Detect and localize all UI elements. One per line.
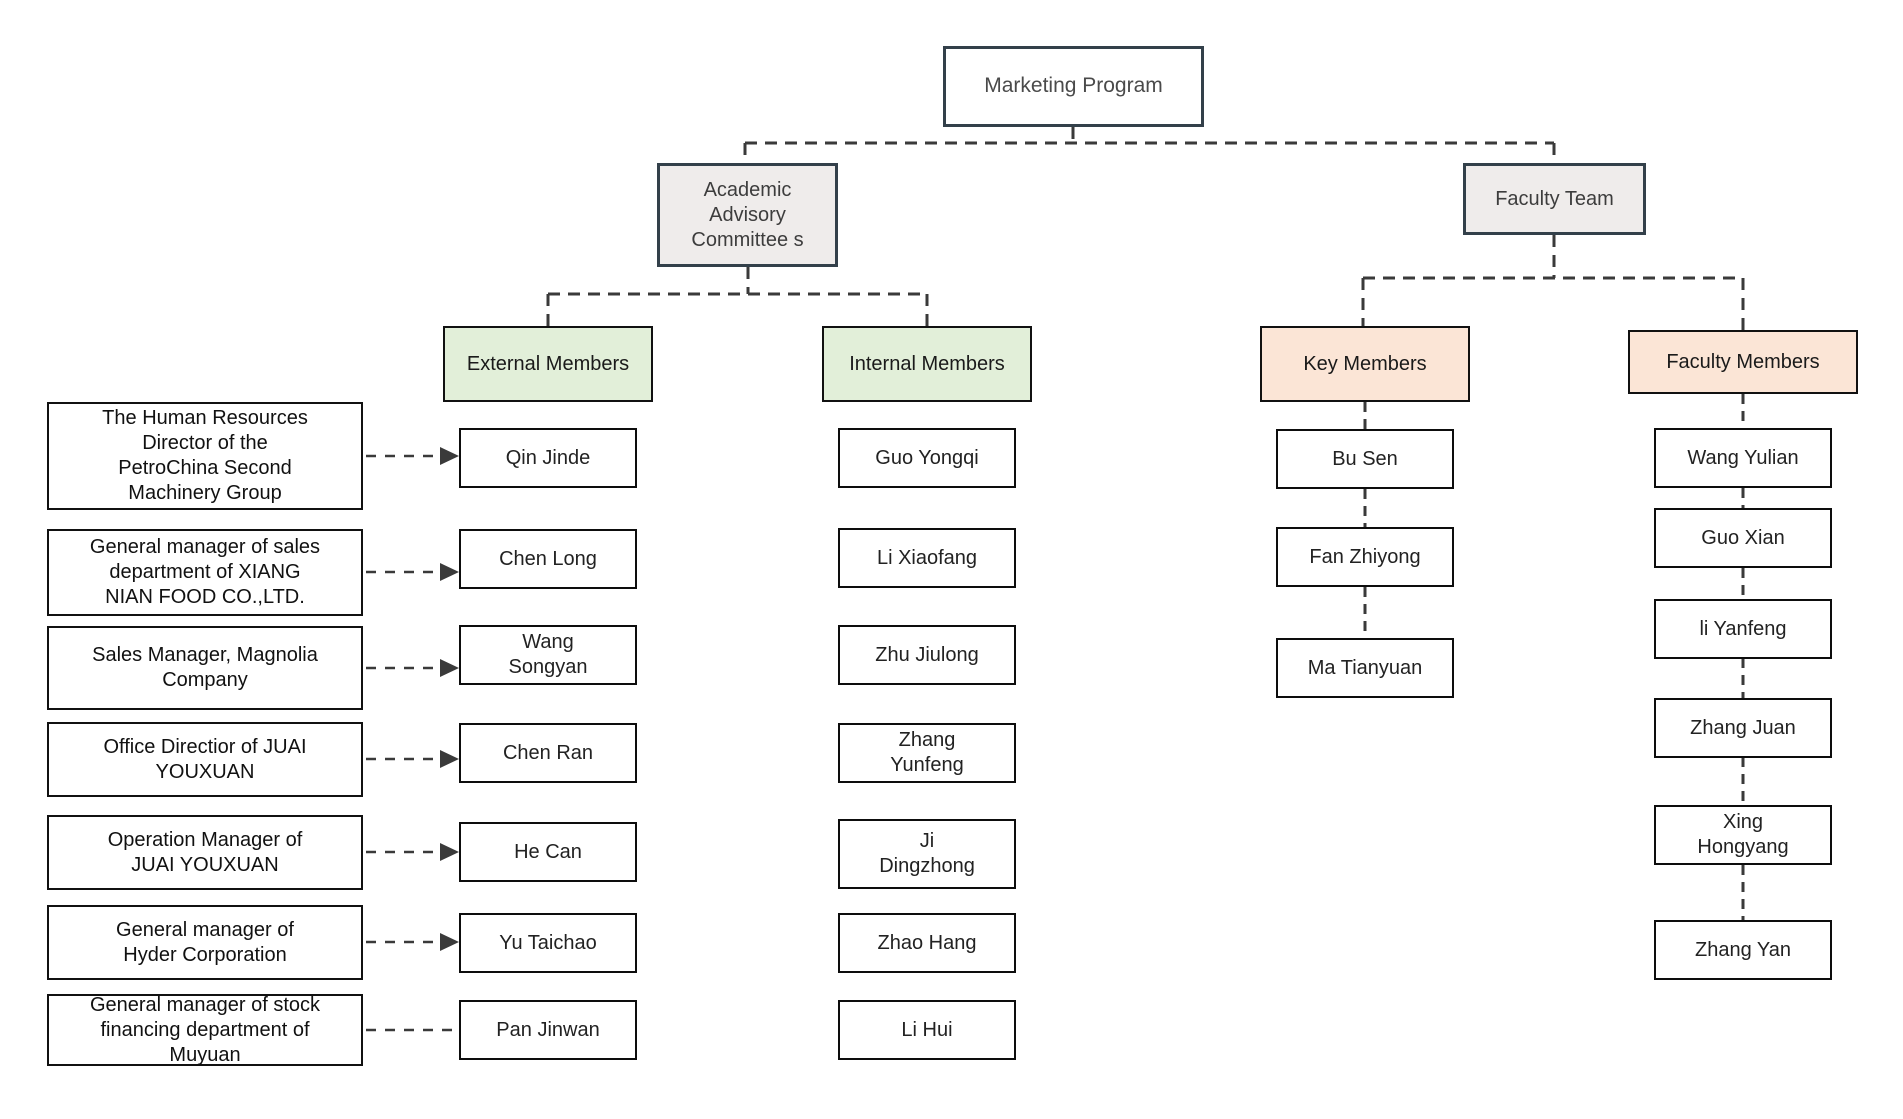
faculty-member-box: Zhang Juan (1654, 698, 1832, 758)
internal-member-box: Guo Yongqi (838, 428, 1016, 488)
node-faculty-team: Faculty Team (1463, 163, 1646, 235)
node-academic-advisory-committee: Academic Advisory Committee s (657, 163, 838, 267)
internal-member-box: Li Hui (838, 1000, 1016, 1060)
faculty-member-box: Zhang Yan (1654, 920, 1832, 980)
role-box: General manager of Hyder Corporation (47, 905, 363, 980)
internal-member-box: Zhu Jiulong (838, 625, 1016, 685)
external-member-box: Qin Jinde (459, 428, 637, 488)
role-box: The Human Resources Director of the Petr… (47, 402, 363, 510)
key-member-box: Bu Sen (1276, 429, 1454, 489)
internal-member-box: Zhao Hang (838, 913, 1016, 973)
faculty-member-box: li Yanfeng (1654, 599, 1832, 659)
header-external-members: External Members (443, 326, 653, 402)
node-marketing-program: Marketing Program (943, 46, 1204, 127)
external-member-box: Wang Songyan (459, 625, 637, 685)
internal-member-box: Ji Dingzhong (838, 819, 1016, 889)
role-box: Office Directior of JUAI YOUXUAN (47, 722, 363, 797)
header-faculty-members: Faculty Members (1628, 330, 1858, 394)
internal-member-box: Zhang Yunfeng (838, 723, 1016, 783)
role-box: Operation Manager of JUAI YOUXUAN (47, 815, 363, 890)
external-member-box: He Can (459, 822, 637, 882)
external-member-box: Chen Long (459, 529, 637, 589)
role-box: General manager of sales department of X… (47, 529, 363, 616)
external-member-box: Chen Ran (459, 723, 637, 783)
header-key-members: Key Members (1260, 326, 1470, 402)
faculty-member-box: Wang Yulian (1654, 428, 1832, 488)
role-box: General manager of stock financing depar… (47, 994, 363, 1066)
faculty-member-box: Guo Xian (1654, 508, 1832, 568)
external-member-box: Pan Jinwan (459, 1000, 637, 1060)
key-member-box: Fan Zhiyong (1276, 527, 1454, 587)
role-box: Sales Manager, Magnolia Company (47, 626, 363, 710)
header-internal-members: Internal Members (822, 326, 1032, 402)
internal-member-box: Li Xiaofang (838, 528, 1016, 588)
key-member-box: Ma Tianyuan (1276, 638, 1454, 698)
faculty-member-box: Xing Hongyang (1654, 805, 1832, 865)
external-member-box: Yu Taichao (459, 913, 637, 973)
